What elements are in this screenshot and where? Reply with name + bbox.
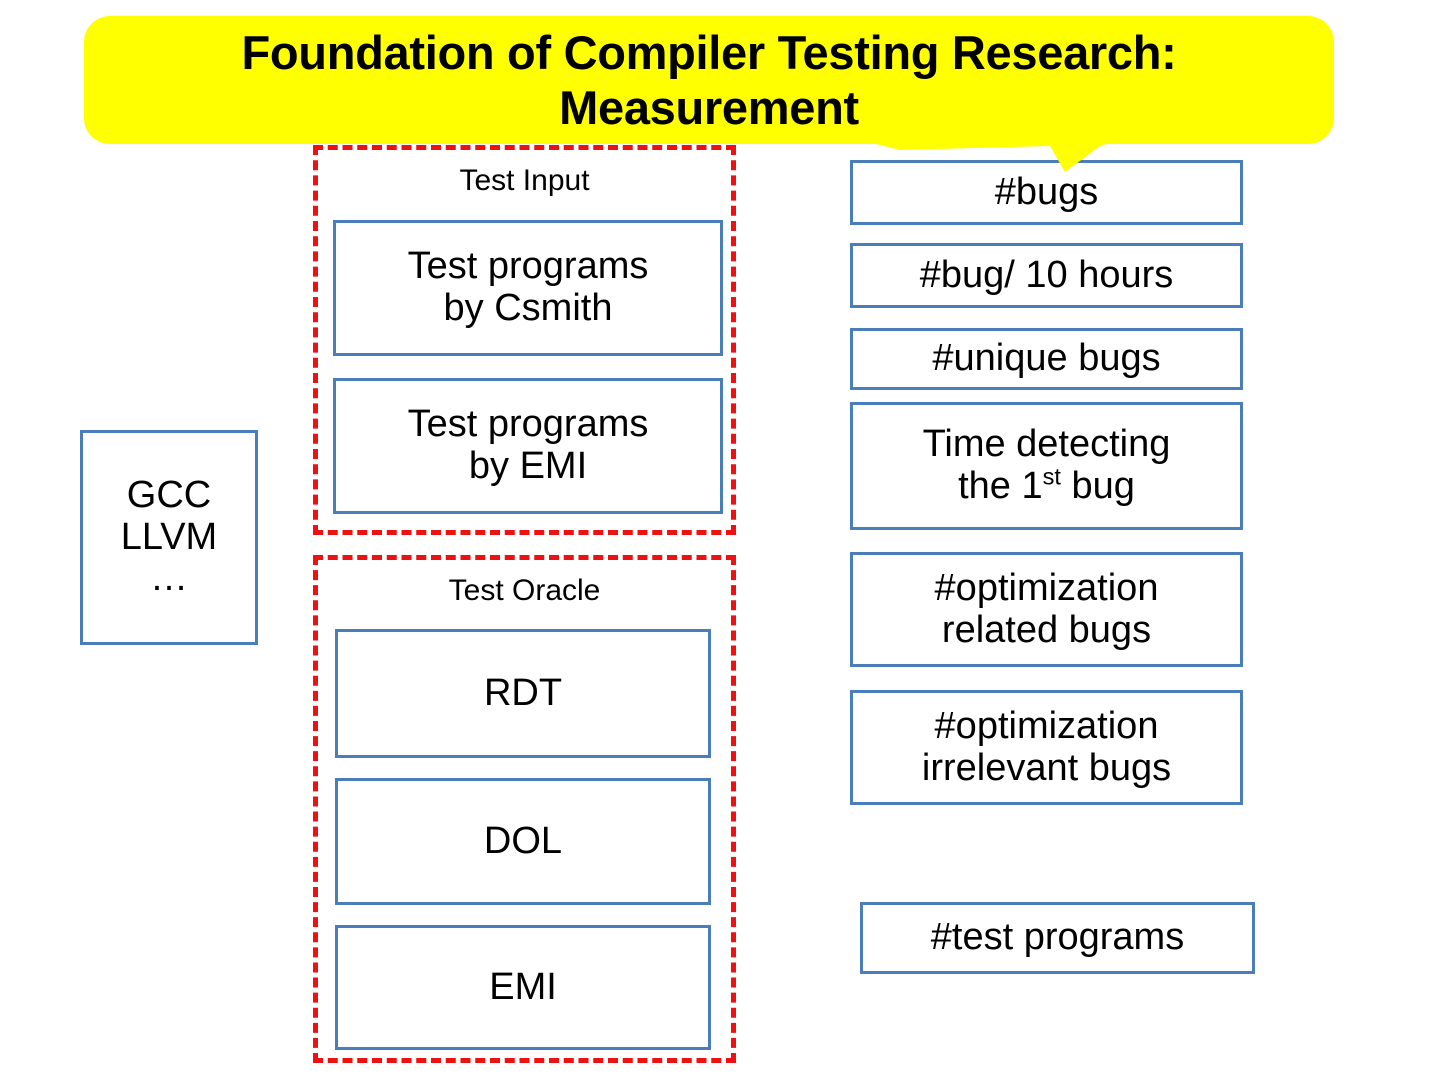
callout-tail-icon xyxy=(860,140,1120,172)
compiler-box[interactable]: GCC LLVM … xyxy=(80,430,258,645)
metric-optimization-related-bugs[interactable]: #optimization related bugs xyxy=(850,552,1243,667)
box-oracle-rdt[interactable]: RDT xyxy=(335,629,711,758)
box-oracle-rdt-label: RDT xyxy=(483,671,563,714)
title-callout: Foundation of Compiler Testing Research:… xyxy=(84,16,1334,144)
metric-bug-per-10-hours-label: #bug/ 10 hours xyxy=(919,253,1174,296)
metric-bug-per-10-hours[interactable]: #bug/ 10 hours xyxy=(850,243,1243,308)
box-test-programs-csmith[interactable]: Test programs by Csmith xyxy=(333,220,723,356)
metric-optimization-related-bugs-label: #optimization related bugs xyxy=(934,566,1159,651)
metric-optimization-irrelevant-bugs-label: #optimization irrelevant bugs xyxy=(921,704,1172,789)
metric-unique-bugs[interactable]: #unique bugs xyxy=(850,328,1243,390)
metric-time-first-bug-label: Time detecting the 1st bug xyxy=(853,423,1240,508)
group-test-oracle: Test Oracle xyxy=(313,555,736,1063)
metric-time-first-bug-part1: Time detecting the 1 xyxy=(922,423,1171,507)
box-oracle-emi-label: EMI xyxy=(489,965,557,1008)
box-oracle-emi[interactable]: EMI xyxy=(335,925,711,1050)
metric-test-programs-label: #test programs xyxy=(930,916,1185,959)
box-test-programs-emi[interactable]: Test programs by EMI xyxy=(333,378,723,514)
box-oracle-dol-label: DOL xyxy=(483,819,563,862)
box-test-programs-emi-label: Test programs by EMI xyxy=(407,403,649,487)
metric-unique-bugs-label: #unique bugs xyxy=(932,337,1161,380)
metric-time-first-bug[interactable]: Time detecting the 1st bug xyxy=(850,402,1243,530)
group-test-input-title: Test Input xyxy=(459,164,590,197)
page-title: Foundation of Compiler Testing Research:… xyxy=(241,25,1177,134)
box-test-programs-csmith-label: Test programs by Csmith xyxy=(407,245,649,329)
metric-time-first-bug-superscript: st xyxy=(1042,463,1061,490)
compiler-label: GCC LLVM … xyxy=(120,473,218,600)
box-oracle-dol[interactable]: DOL xyxy=(335,778,711,905)
metric-bugs[interactable]: #bugs xyxy=(850,160,1243,225)
metric-time-first-bug-part2: bug xyxy=(1060,465,1135,507)
group-test-oracle-title: Test Oracle xyxy=(448,574,601,607)
group-test-input: Test Input xyxy=(313,145,736,535)
metric-bugs-label: #bugs xyxy=(994,170,1099,213)
metric-test-programs[interactable]: #test programs xyxy=(860,902,1255,974)
metric-optimization-irrelevant-bugs[interactable]: #optimization irrelevant bugs xyxy=(850,690,1243,805)
